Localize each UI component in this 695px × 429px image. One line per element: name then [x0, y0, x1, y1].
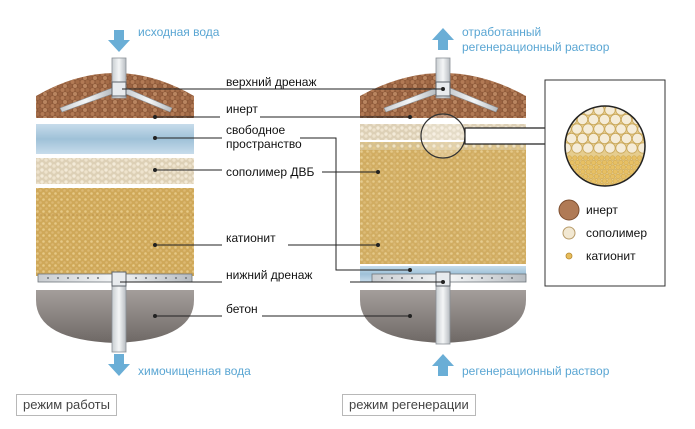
- cationite-label: катионит: [226, 231, 276, 245]
- legend-cationite-label: катионит: [586, 249, 636, 263]
- legend-copolymer-label: сополимер: [586, 226, 647, 240]
- spent-solution-label-1: отработанный: [462, 25, 541, 39]
- legend-panel: [544, 79, 666, 287]
- spent-solution-arrow-icon: [432, 28, 454, 50]
- legend-cationite-swatch: [565, 252, 573, 260]
- lower-drain-label: нижний дренаж: [226, 268, 312, 282]
- tank-regeneration: [360, 57, 527, 345]
- legend-inert-swatch: [558, 199, 580, 221]
- free-space-layer: [36, 124, 194, 154]
- inlet-water-label: исходная вода: [138, 25, 220, 39]
- cationite-layer: [36, 188, 194, 276]
- magnifier-circle: [420, 113, 466, 159]
- leader-lines: [120, 88, 443, 317]
- regen-solution-label: регенерационный раствор: [462, 364, 610, 378]
- concrete-label: бетон: [226, 302, 258, 316]
- inlet-arrow-icon: [108, 30, 130, 52]
- free-space-label-2: пространство: [226, 137, 302, 151]
- treated-water-arrow-icon: [108, 354, 130, 376]
- free-space-label-1: свободное: [226, 123, 286, 137]
- copolymer-layer: [36, 158, 194, 184]
- regen-solution-arrow-icon: [432, 354, 454, 376]
- spent-solution-label-2: регенерационный раствор: [462, 40, 610, 54]
- tank-operation: [36, 57, 194, 353]
- legend-copolymer-swatch: [562, 226, 576, 240]
- inert-label: инерт: [226, 102, 258, 116]
- copolymer-dvb-label: сополимер ДВБ: [226, 165, 314, 179]
- operation-mode-caption: режим работы: [16, 394, 117, 416]
- treated-water-label: химочищенная вода: [138, 364, 251, 378]
- upper-drain-label: верхний дренаж: [226, 75, 317, 89]
- legend-inert-label: инерт: [586, 203, 618, 217]
- regeneration-mode-caption: режим регенерации: [342, 394, 476, 416]
